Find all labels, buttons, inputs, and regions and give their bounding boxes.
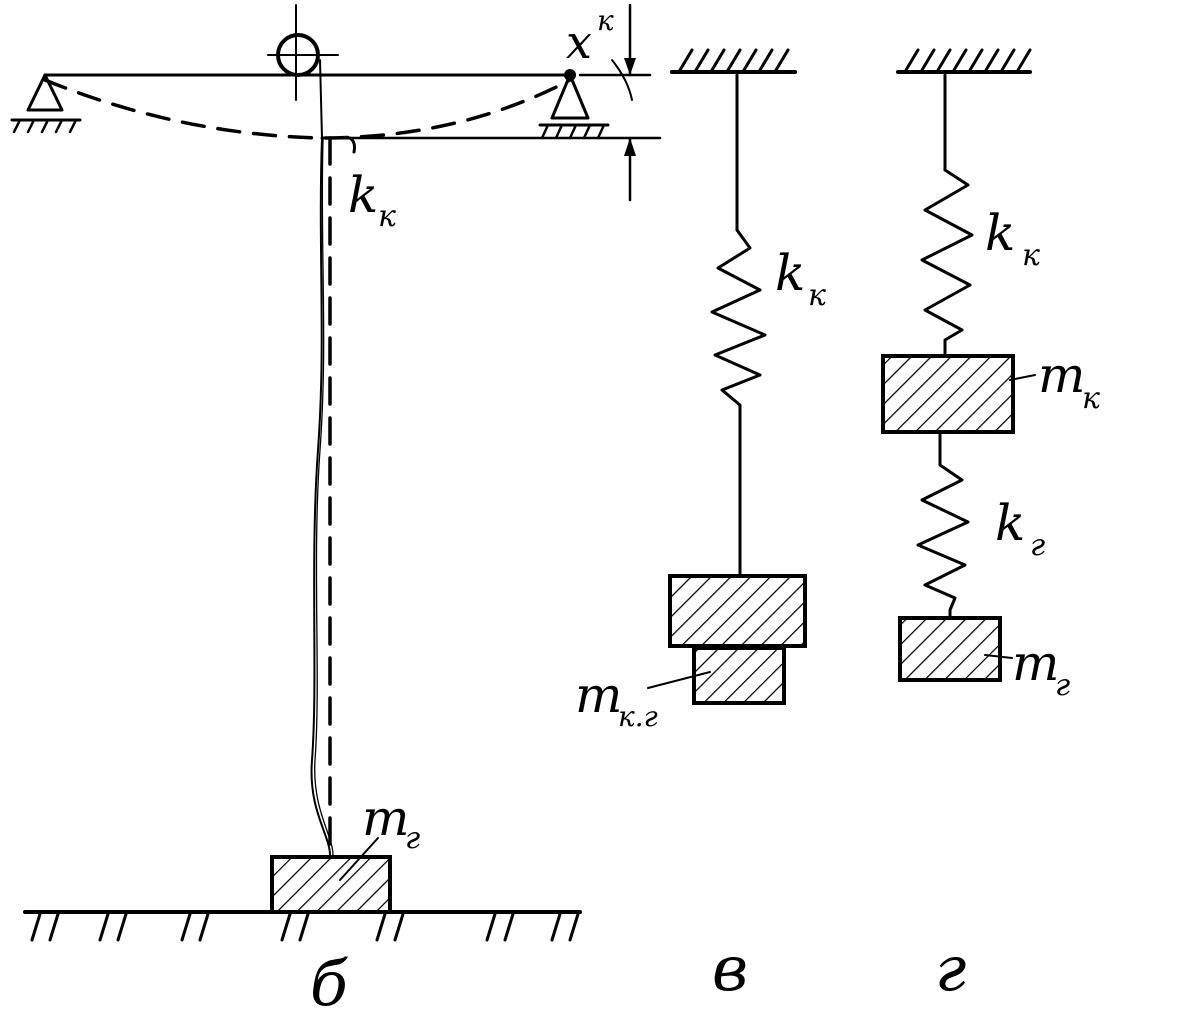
- load-mass-box-v: [692, 646, 786, 705]
- spring-label-kk-v: k к: [775, 244, 826, 313]
- spring-kk-v: [710, 228, 767, 577]
- load-mass-box-b: [270, 855, 392, 914]
- mass-label-mkg-v: m к.г: [575, 666, 658, 733]
- svg-text:к: к: [1022, 238, 1040, 273]
- load-mass-box-g: [898, 616, 1002, 682]
- caption-b: б: [310, 947, 349, 1020]
- spring-kk-g: [920, 168, 974, 358]
- caption-v: в: [712, 932, 748, 1005]
- spring-label-kg-g: k г: [995, 494, 1045, 563]
- crane-mass-box-v: [668, 574, 807, 648]
- left-pin-support: [10, 73, 82, 134]
- spring-label-kk-g: k к: [985, 204, 1040, 273]
- svg-text:к: к: [597, 4, 614, 37]
- svg-text:к: к: [1082, 381, 1100, 416]
- right-pin-support: [538, 69, 610, 140]
- svg-text:г: г: [405, 821, 420, 856]
- svg-text:k: k: [995, 494, 1025, 552]
- deflected-beam-curve: [43, 78, 572, 140]
- svg-text:m: m: [1012, 634, 1059, 692]
- svg-text:m: m: [575, 666, 622, 724]
- svg-text:к.г: к.г: [618, 700, 658, 733]
- ceiling-support-v: [670, 48, 797, 74]
- hoist-rope: [310, 59, 331, 856]
- svg-text:к: к: [808, 278, 826, 313]
- ceiling-support-g: [896, 48, 1032, 74]
- svg-text:г: г: [1030, 528, 1045, 563]
- svg-text:k: k: [348, 166, 378, 224]
- crane-mass-box-g: [881, 354, 1015, 434]
- spring-kg-g: [916, 463, 970, 620]
- deflection-dimension: x к: [328, 3, 662, 202]
- mass-label-mk-g: m к: [1038, 346, 1100, 416]
- panel-b: k к x к: [10, 3, 662, 1020]
- svg-text:г: г: [1055, 668, 1070, 703]
- caption-g: г: [935, 932, 966, 1005]
- svg-text:к: к: [378, 199, 396, 234]
- svg-text:m: m: [1038, 346, 1085, 404]
- pulley: [267, 4, 339, 101]
- svg-text:k: k: [775, 244, 805, 302]
- spring-label-kk-b: k к: [348, 166, 396, 234]
- svg-text:x: x: [566, 15, 592, 69]
- svg-text:k: k: [985, 204, 1015, 262]
- svg-text:m: m: [362, 789, 409, 847]
- mass-label-mg-g: m г: [1012, 634, 1070, 703]
- ground: [23, 910, 582, 942]
- panel-v: k к m к.г в: [575, 48, 826, 1005]
- mass-label-mg-b: m г: [362, 789, 420, 856]
- panel-g: k к m к k г m г г: [881, 48, 1100, 1005]
